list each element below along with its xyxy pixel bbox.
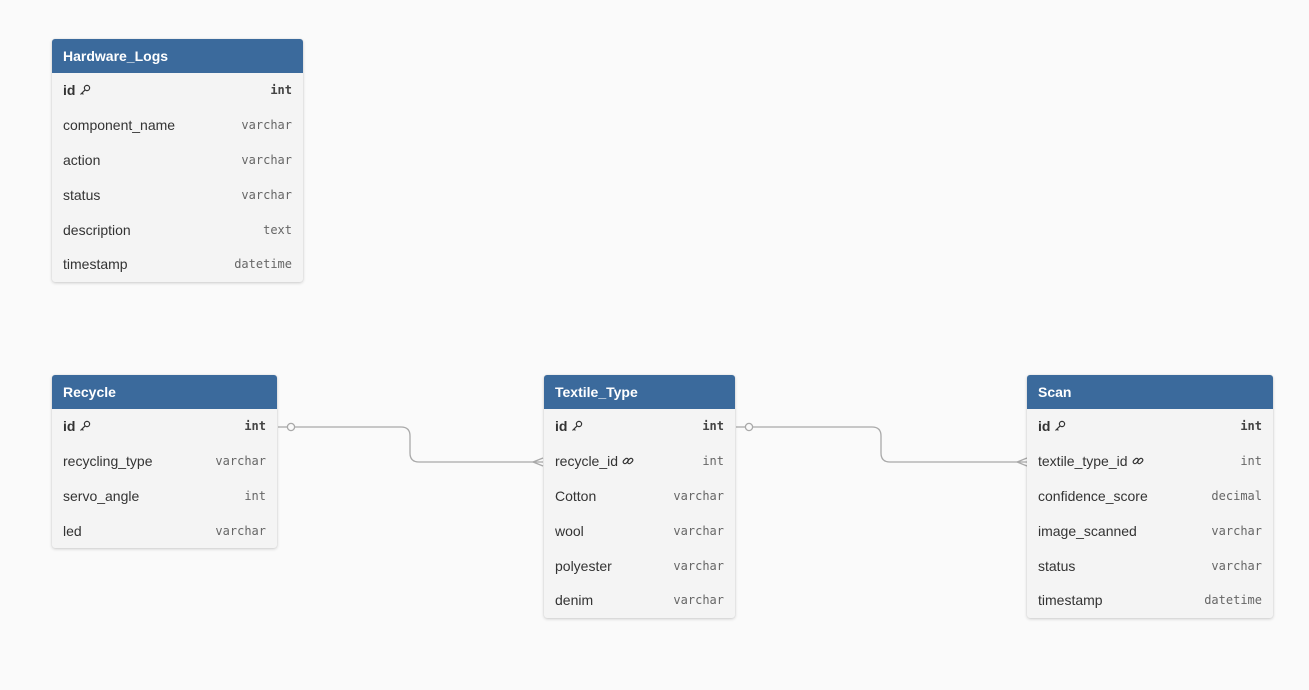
column-type: varchar bbox=[1211, 523, 1262, 538]
column-row[interactable]: recycle_id int bbox=[544, 444, 735, 479]
table-title[interactable]: Hardware_Logs bbox=[52, 39, 303, 73]
column-row[interactable]: denim varchar bbox=[544, 583, 735, 618]
column-name: status bbox=[1038, 557, 1076, 574]
column-type: int bbox=[702, 419, 724, 434]
column-type: int bbox=[702, 454, 724, 469]
column-row[interactable]: id int bbox=[1027, 409, 1273, 444]
column-name: timestamp bbox=[63, 256, 128, 273]
many-end-marker bbox=[531, 457, 544, 467]
column-row[interactable]: description text bbox=[52, 212, 303, 247]
column-type: int bbox=[244, 488, 266, 503]
key-icon bbox=[79, 84, 91, 96]
column-type: varchar bbox=[241, 118, 292, 133]
column-row[interactable]: status varchar bbox=[1027, 548, 1273, 583]
column-type: varchar bbox=[241, 187, 292, 202]
table-title[interactable]: Textile_Type bbox=[544, 375, 735, 409]
column-type: varchar bbox=[215, 454, 266, 469]
column-row[interactable]: wool varchar bbox=[544, 513, 735, 548]
column-name: servo_angle bbox=[63, 487, 140, 504]
column-name: Cotton bbox=[555, 487, 597, 504]
table-textile-type[interactable]: Textile_Type id int recycle_id int Cotto… bbox=[544, 375, 735, 618]
column-name: timestamp bbox=[1038, 592, 1103, 609]
column-name: polyester bbox=[555, 557, 612, 574]
relationship-recycle-textile-type[interactable] bbox=[278, 422, 544, 467]
column-type: int bbox=[1240, 454, 1262, 469]
key-icon bbox=[571, 420, 583, 432]
column-row[interactable]: status varchar bbox=[52, 177, 303, 212]
column-type: varchar bbox=[673, 523, 724, 538]
column-type: datetime bbox=[1204, 593, 1262, 608]
column-type: varchar bbox=[241, 152, 292, 167]
one-end-marker bbox=[286, 422, 296, 432]
column-name: recycle_id bbox=[555, 453, 634, 469]
column-row[interactable]: component_name varchar bbox=[52, 108, 303, 143]
column-row[interactable]: textile_type_id int bbox=[1027, 444, 1273, 479]
column-row[interactable]: id int bbox=[544, 409, 735, 444]
column-type: int bbox=[1240, 419, 1262, 434]
column-row[interactable]: confidence_score decimal bbox=[1027, 479, 1273, 514]
column-row[interactable]: timestamp datetime bbox=[52, 247, 303, 282]
column-type: varchar bbox=[673, 558, 724, 573]
link-icon bbox=[622, 455, 634, 467]
column-type: varchar bbox=[673, 593, 724, 608]
column-name: id bbox=[63, 82, 91, 98]
column-name: denim bbox=[555, 592, 594, 609]
column-name: recycling_type bbox=[63, 453, 153, 470]
column-row[interactable]: polyester varchar bbox=[544, 548, 735, 583]
one-end-marker bbox=[744, 422, 754, 432]
key-icon bbox=[79, 420, 91, 432]
link-icon bbox=[1132, 455, 1144, 467]
key-icon bbox=[1054, 420, 1066, 432]
column-name: wool bbox=[555, 522, 584, 539]
column-row[interactable]: led varchar bbox=[52, 513, 277, 548]
column-name: id bbox=[63, 418, 91, 434]
column-name: component_name bbox=[63, 117, 176, 134]
table-title[interactable]: Scan bbox=[1027, 375, 1273, 409]
column-type: varchar bbox=[215, 523, 266, 538]
column-name: status bbox=[63, 186, 101, 203]
column-name: image_scanned bbox=[1038, 522, 1137, 539]
column-name: action bbox=[63, 151, 101, 168]
column-type: int bbox=[270, 83, 292, 98]
column-name: textile_type_id bbox=[1038, 453, 1144, 469]
column-type: varchar bbox=[673, 488, 724, 503]
column-row[interactable]: timestamp datetime bbox=[1027, 583, 1273, 618]
column-name: confidence_score bbox=[1038, 487, 1148, 504]
table-hardware-logs[interactable]: Hardware_Logs id int component_name varc… bbox=[52, 39, 303, 282]
column-name: id bbox=[1038, 418, 1066, 434]
table-recycle[interactable]: Recycle id int recycling_type varchar se… bbox=[52, 375, 277, 549]
table-scan[interactable]: Scan id int textile_type_id int confiden… bbox=[1027, 375, 1273, 618]
column-row[interactable]: id int bbox=[52, 409, 277, 444]
column-row[interactable]: id int bbox=[52, 73, 303, 108]
column-row[interactable]: servo_angle int bbox=[52, 479, 277, 514]
column-name: led bbox=[63, 522, 82, 539]
column-type: datetime bbox=[234, 257, 292, 272]
table-title[interactable]: Recycle bbox=[52, 375, 277, 409]
column-type: varchar bbox=[1211, 558, 1262, 573]
column-type: text bbox=[263, 222, 292, 237]
column-row[interactable]: image_scanned varchar bbox=[1027, 513, 1273, 548]
column-row[interactable]: recycling_type varchar bbox=[52, 444, 277, 479]
column-row[interactable]: action varchar bbox=[52, 143, 303, 178]
many-end-marker bbox=[1015, 457, 1028, 467]
column-type: decimal bbox=[1211, 488, 1262, 503]
column-type: int bbox=[244, 419, 266, 434]
column-name: description bbox=[63, 221, 131, 238]
relationship-textile-type-scan[interactable] bbox=[736, 422, 1028, 467]
column-name: id bbox=[555, 418, 583, 434]
column-row[interactable]: Cotton varchar bbox=[544, 479, 735, 514]
